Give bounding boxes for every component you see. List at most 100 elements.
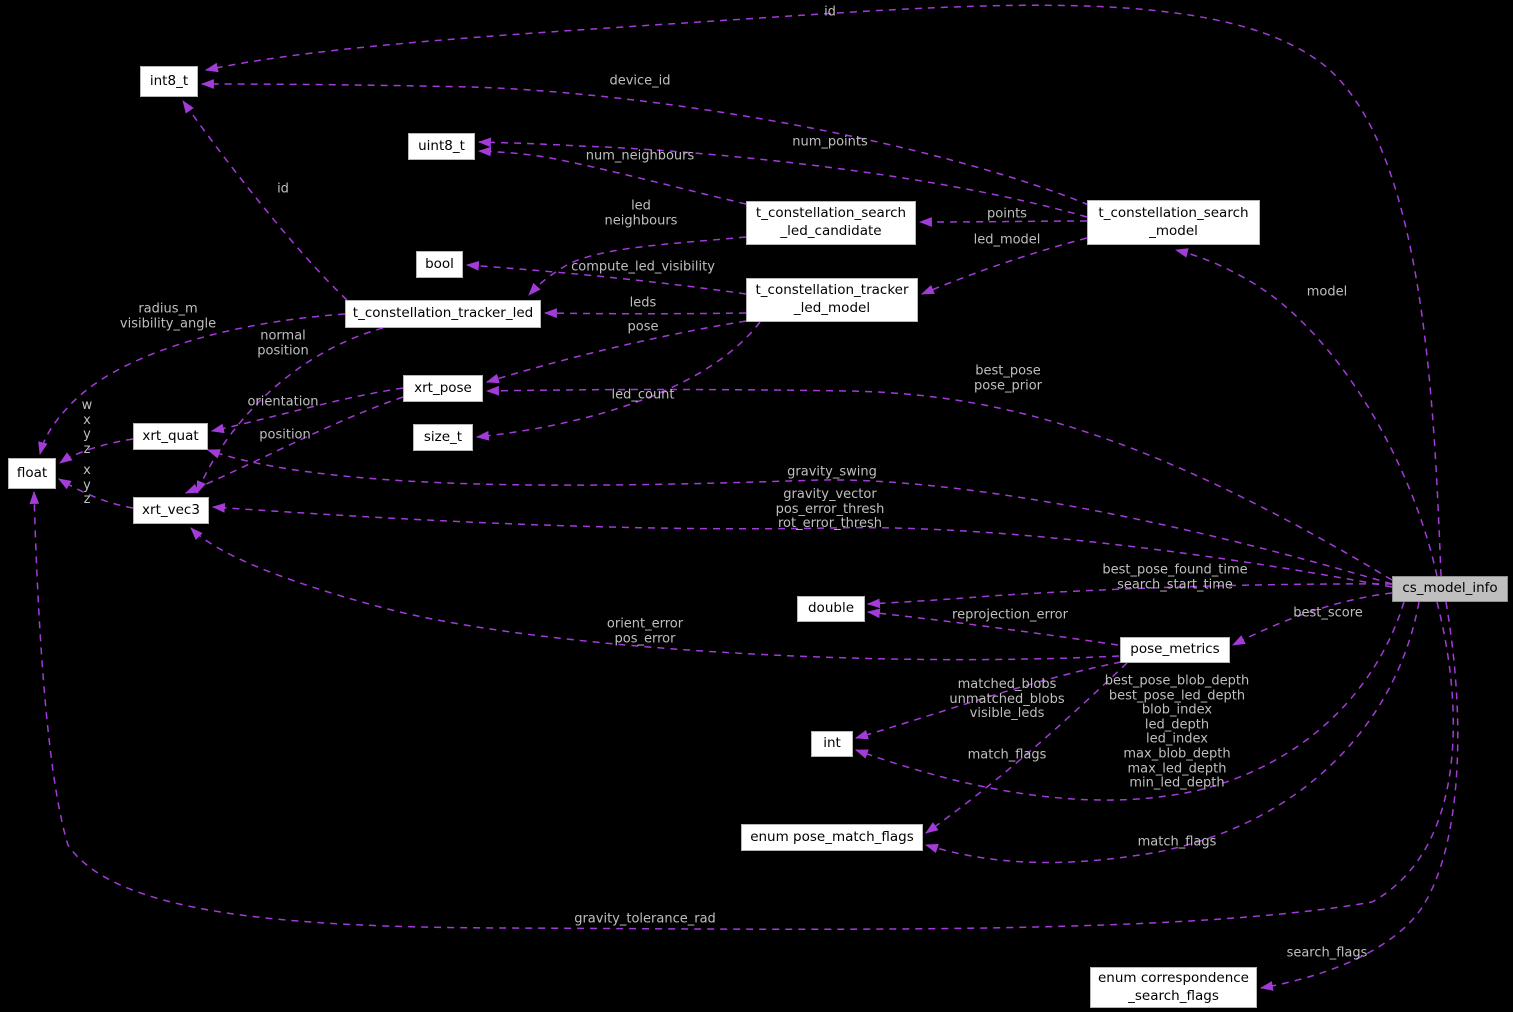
- node-t-constellation-tracker-led-model[interactable]: t_constellation_tracker_led_model: [746, 278, 918, 322]
- node-xrt-vec3[interactable]: xrt_vec3: [133, 497, 209, 524]
- edge-match-flags-cs: [924, 601, 1420, 864]
- edge-label-model: model: [1307, 285, 1347, 301]
- edge-label-pose: pose: [627, 319, 659, 336]
- edge-label-line: visible_leds: [969, 706, 1045, 722]
- node-label: int: [823, 735, 841, 752]
- node-label: int8_t: [149, 72, 189, 89]
- node-label: enum correspondence: [1098, 969, 1249, 986]
- edge-label-line: min_led_depth: [1129, 775, 1225, 791]
- edge-normal-position: [196, 327, 384, 495]
- edge-label-line: x: [83, 412, 91, 428]
- edge-xyz: [58, 478, 134, 509]
- edge-label-line: led_depth: [1144, 717, 1210, 733]
- edge-points: [918, 217, 1088, 227]
- edge-pose: [485, 320, 747, 384]
- edge-model: [1174, 248, 1438, 577]
- edge-label-line: id: [824, 4, 836, 20]
- edge-device-id: [200, 79, 1090, 206]
- edge-led-count: [475, 321, 761, 441]
- node-pose-metrics[interactable]: pose_metrics: [1120, 637, 1230, 663]
- edge-label-line: pos_error_thresh: [775, 501, 885, 517]
- node-t-constellation-tracker-led[interactable]: t_constellation_tracker_led: [345, 300, 541, 328]
- edge-label-line: rot_error_thresh: [777, 516, 882, 532]
- node-label: t_constellation_search: [1098, 204, 1249, 221]
- edge-label-orientation: orientation: [247, 394, 319, 411]
- edge-label-device-id: device_id: [609, 74, 670, 90]
- edge-best-score: [1232, 592, 1393, 646]
- edge-label-line: pose: [627, 319, 659, 335]
- edge-label-line: matched_blobs: [957, 677, 1057, 693]
- node-uint8-t[interactable]: uint8_t: [408, 133, 475, 160]
- node-label: enum pose_match_flags: [750, 828, 914, 845]
- node-enum-pose-match-flags[interactable]: enum pose_match_flags: [741, 824, 923, 851]
- edge-best-pose-found-time: [866, 583, 1393, 609]
- edge-label-id-top: id: [824, 4, 836, 21]
- edge-label-line: led: [631, 198, 651, 214]
- edge-wxyz: [59, 438, 134, 464]
- edge-gravity-swing: [206, 449, 1393, 585]
- edge-label-led-model: led_model: [974, 233, 1041, 249]
- node-int8-t[interactable]: int8_t: [140, 66, 198, 97]
- node-size-t[interactable]: size_t: [413, 424, 473, 451]
- node-int[interactable]: int: [811, 731, 853, 757]
- node-cs-model-info[interactable]: cs_model_info: [1392, 576, 1508, 602]
- edge-match-flags-metrics: [925, 662, 1128, 834]
- node-label: bool: [425, 255, 454, 272]
- edge-label-line: orientation: [247, 394, 319, 410]
- node-t-constellation-search-led-candidate[interactable]: t_constellation_search_led_candidate: [746, 201, 916, 245]
- edge-label-compute-led-visibility: compute_led_visibility: [571, 259, 715, 276]
- node-label: pose_metrics: [1130, 641, 1220, 658]
- edge-id-left: [182, 100, 348, 301]
- edge-label-line: compute_led_visibility: [571, 259, 715, 275]
- edge-best-pose-prior: [485, 385, 1393, 581]
- edge-label-line: points: [987, 206, 1027, 222]
- edge-label-line: unmatched_blobs: [949, 691, 1065, 707]
- edge-label-reprojection-error: reprojection_error: [952, 608, 1068, 624]
- node-label: t_constellation_search: [755, 205, 907, 222]
- node-label: double: [807, 600, 854, 617]
- node-xrt-quat[interactable]: xrt_quat: [133, 423, 208, 450]
- edge-label-line: leds: [629, 295, 657, 311]
- node-double[interactable]: double: [797, 596, 865, 622]
- node-label: xrt_quat: [142, 427, 199, 444]
- edge-label-num-neighbours: num_neighbours: [586, 149, 695, 165]
- node-enum-correspondence-search-flags[interactable]: enum correspondence_search_flags: [1090, 967, 1257, 1008]
- edge-radius-m: [38, 313, 346, 456]
- node-bool[interactable]: bool: [416, 251, 463, 278]
- node-xrt-pose[interactable]: xrt_pose: [403, 375, 483, 402]
- edge-label-points: points: [987, 206, 1027, 223]
- edge-label-line: max_led_depth: [1127, 761, 1227, 777]
- edge-label-line: gravity_swing: [787, 464, 877, 480]
- edge-label-line: search_flags: [1286, 945, 1368, 961]
- edge-label-line: pos_error: [614, 631, 676, 646]
- edge-label-match-flags-int: match_flags: [968, 748, 1047, 764]
- node-label: uint8_t: [418, 137, 465, 154]
- edge-label-line: radius_m: [138, 301, 198, 317]
- edge-label-line: z: [83, 492, 91, 508]
- edge-led-neighbours: [528, 236, 747, 296]
- edge-label-line: best_score: [1293, 605, 1363, 621]
- edge-label-match-flags-enum: match_flags: [1138, 835, 1217, 851]
- edge-label-line: orient_error: [606, 616, 684, 632]
- edge-label-line: led_index: [1146, 732, 1208, 747]
- node-float[interactable]: float: [8, 458, 56, 489]
- edge-num-neighbours: [477, 146, 747, 205]
- edge-label-line: max_blob_depth: [1123, 746, 1231, 762]
- node-t-constellation-search-model[interactable]: t_constellation_search_model: [1087, 200, 1260, 245]
- edge-label-position: position: [259, 428, 311, 444]
- edge-label-line: best_pose_found_time: [1102, 562, 1248, 578]
- edge-label-leds: leds: [629, 295, 657, 312]
- edge-label-led-count: led_count: [611, 388, 674, 404]
- node-label: _model: [1149, 222, 1198, 239]
- edge-label-line: y: [83, 427, 91, 442]
- edge-label-line: w: [81, 397, 93, 413]
- edge-orientation: [210, 387, 404, 434]
